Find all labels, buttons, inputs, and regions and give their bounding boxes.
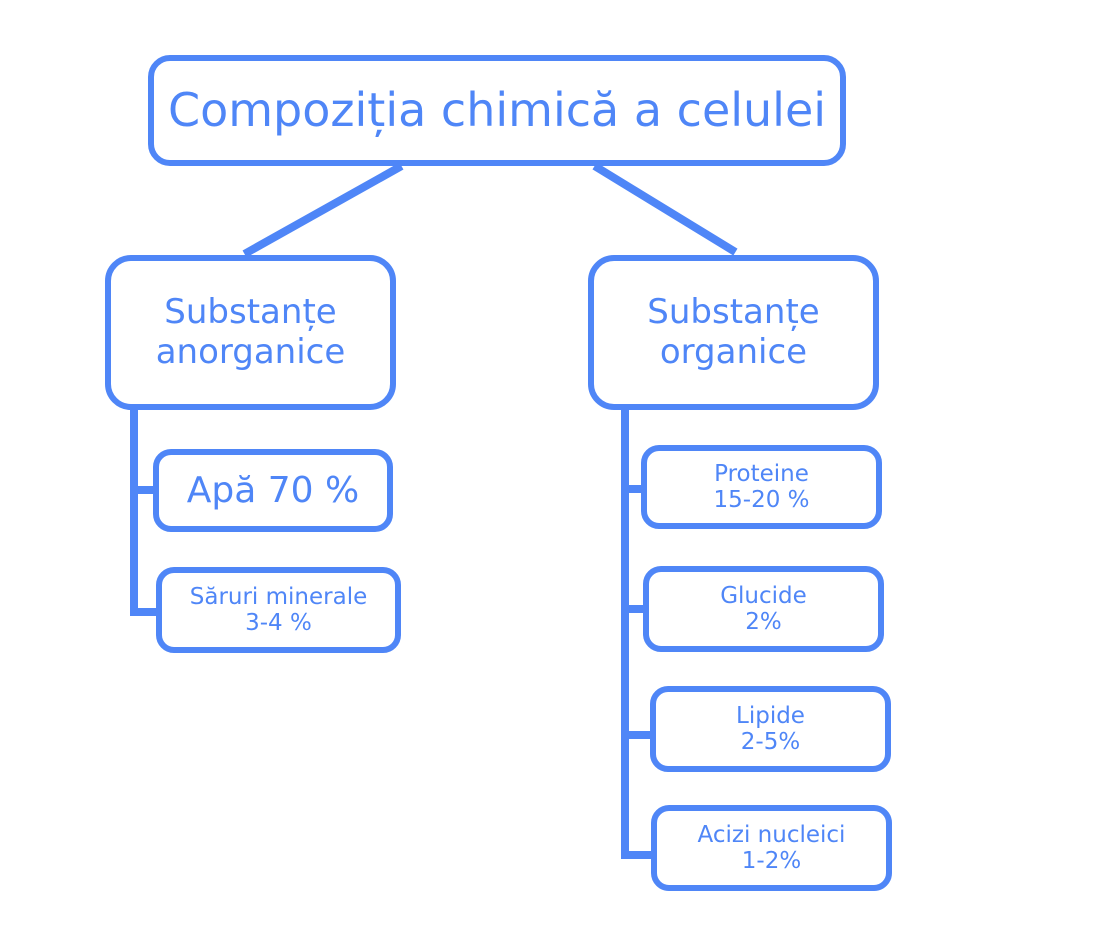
category-node-organic: Substanțe organice [588,255,879,410]
connector-root-right [592,162,738,256]
leaf-node-water: Apă 70 % [153,449,393,532]
connector-root-left [242,162,404,258]
leaf-node-lipids: Lipide 2-5% [650,686,891,772]
leaf-node-mineral-salts: Săruri minerale 3-4 % [156,567,401,653]
leaf-node-nucleic-acids: Acizi nucleici 1-2% [651,805,892,891]
leaf-node-proteins: Proteine 15-20 % [641,445,882,529]
category-node-inorganic: Substanțe anorganice [105,255,396,410]
root-node: Compoziția chimică a celulei [148,55,846,166]
leaf-node-carbohydrates: Glucide 2% [643,566,884,652]
